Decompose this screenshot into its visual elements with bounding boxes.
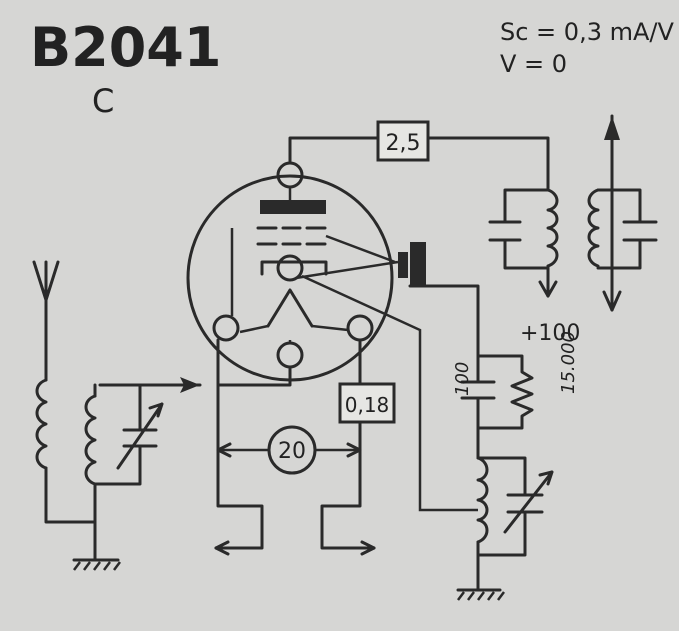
voltage-spec: V = 0	[500, 50, 567, 78]
oscillator-rc-network	[460, 354, 534, 442]
oscillator-tank	[456, 438, 554, 601]
supply-voltage-label: +100	[520, 321, 580, 346]
heater-filament	[266, 288, 314, 328]
heater-value-circle	[267, 425, 317, 475]
capacitor-100-label: 100	[452, 362, 473, 396]
cathode	[260, 260, 328, 276]
top-cap-body	[410, 242, 426, 286]
tube-type-title: B2041	[30, 16, 221, 79]
antenna-input	[32, 260, 164, 571]
heater-value-label: 20	[278, 439, 306, 464]
tube-variant-label: C	[92, 82, 114, 120]
pin-bottom	[276, 341, 304, 369]
pin-right	[346, 314, 374, 342]
transconductance-spec: Sc = 0,3 mA/V	[500, 18, 674, 46]
top-cap-connector	[398, 252, 408, 278]
grid-resistor	[338, 382, 396, 424]
grid-resistor-label: 0,18	[345, 393, 390, 417]
plate-resistor-label: 2,5	[386, 131, 421, 156]
output-transformer	[488, 114, 658, 312]
anode-plate	[260, 200, 326, 214]
resistor-15000-label: 15.000	[558, 331, 579, 394]
control-grid	[256, 226, 327, 246]
pin-cathode	[276, 254, 304, 282]
plate-resistor	[376, 120, 430, 162]
pin-left	[212, 314, 240, 342]
